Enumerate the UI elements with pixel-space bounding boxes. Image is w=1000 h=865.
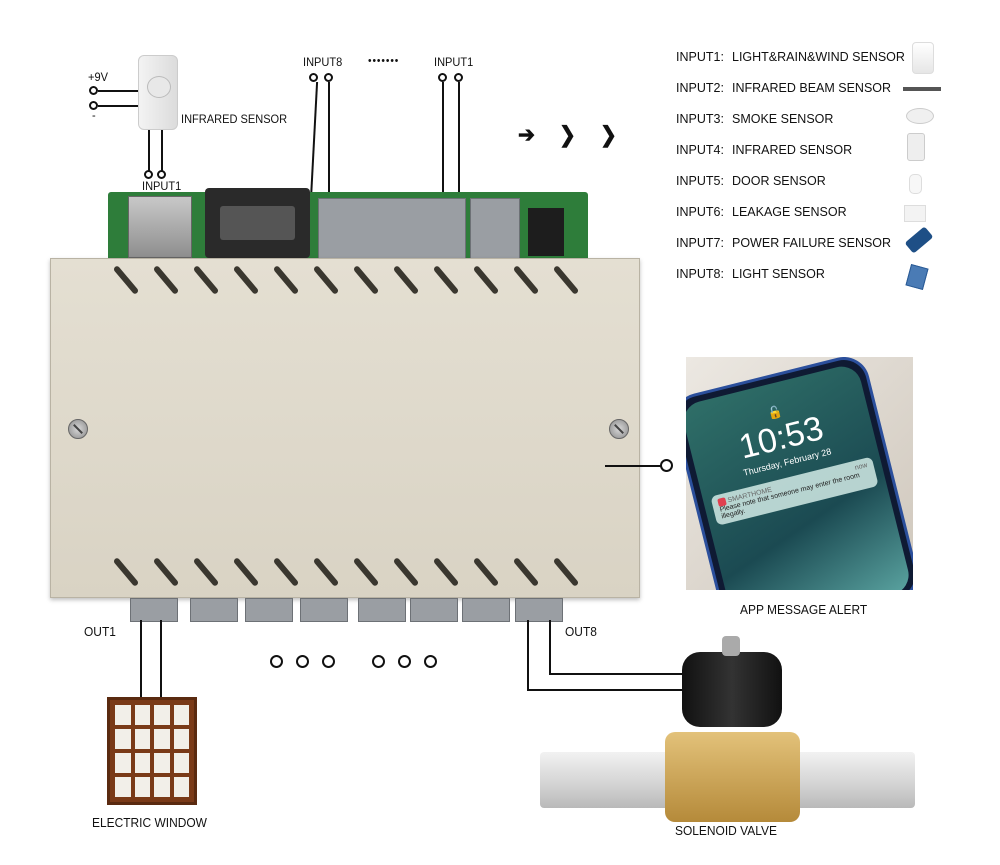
electric-window-image (107, 697, 197, 805)
power-minus-label: - (92, 108, 96, 122)
output-terminal (130, 598, 178, 622)
power-failure-sensor-icon (904, 226, 934, 254)
terminal-ring (660, 459, 673, 472)
input1-label: INPUT1 (434, 55, 474, 69)
leakage-sensor-icon (904, 205, 926, 222)
input1-label-left: INPUT1 (142, 179, 182, 193)
beam-sensor-icon (903, 87, 941, 91)
input-row: INPUT3:SMOKE SENSOR (676, 112, 834, 126)
terminal-ring (309, 73, 318, 82)
terminal-ring (89, 86, 98, 95)
output-terminal (190, 598, 238, 622)
screw-icon (68, 419, 88, 439)
continuation-circle (424, 655, 437, 668)
continuation-circle (372, 655, 385, 668)
power-plus-label: +9V (88, 70, 108, 84)
flow-arrows: ➔ ❯ ❯ (518, 122, 627, 147)
input-row: INPUT2:INFRARED BEAM SENSOR (676, 81, 892, 95)
output-terminal (358, 598, 406, 622)
output-terminal (462, 598, 510, 622)
ethernet-port (128, 196, 192, 258)
ellipsis-dots: ••••••• (368, 55, 400, 67)
power-terminal-block (470, 198, 520, 260)
input-row: INPUT7:POWER FAILURE SENSOR (676, 236, 892, 250)
output-terminal (410, 598, 458, 622)
continuation-circle (322, 655, 335, 668)
out1-label: OUT1 (84, 624, 116, 639)
infrared-sensor-image (138, 55, 178, 130)
terminal-ring (454, 73, 463, 82)
out8-label: OUT8 (565, 624, 597, 639)
terminal-ring (157, 170, 166, 179)
app-alert-label: APP MESSAGE ALERT (740, 602, 868, 617)
phone-photo: 🔓 10:53 Thursday, February 28 SMARTHOME … (686, 357, 913, 590)
terminal-ring (324, 73, 333, 82)
solenoid-valve-label: SOLENOID VALVE (675, 823, 777, 838)
terminal-ring (144, 170, 153, 179)
continuation-circle (398, 655, 411, 668)
weather-sensor-icon (912, 42, 934, 74)
terminal-ring (89, 101, 98, 110)
input-row: INPUT1:LIGHT&RAIN&WIND SENSOR (676, 50, 905, 64)
light-sensor-icon (905, 264, 929, 290)
pir-sensor-icon (907, 133, 925, 161)
input-row: INPUT4:INFRARED SENSOR (676, 143, 853, 157)
input-row: INPUT8:LIGHT SENSOR (676, 267, 825, 281)
dc-jack (528, 208, 564, 256)
input-row: INPUT5:DOOR SENSOR (676, 174, 826, 188)
continuation-circle (270, 655, 283, 668)
input-row: INPUT6:LEAKAGE SENSOR (676, 205, 847, 219)
smoke-sensor-icon (906, 108, 934, 124)
input8-label: INPUT8 (303, 55, 343, 69)
output-terminal (245, 598, 293, 622)
controller-enclosure (50, 258, 640, 598)
terminal-ring (438, 73, 447, 82)
serial-port (205, 188, 310, 258)
input-terminal-block (318, 198, 466, 260)
electric-window-label: ELECTRIC WINDOW (92, 815, 207, 830)
output-terminal (300, 598, 348, 622)
output-terminal (515, 598, 563, 622)
continuation-circle (296, 655, 309, 668)
door-sensor-icon (909, 174, 922, 194)
infrared-sensor-label: INFRARED SENSOR (181, 112, 288, 126)
screw-icon (609, 419, 629, 439)
solenoid-valve-image (665, 732, 800, 822)
